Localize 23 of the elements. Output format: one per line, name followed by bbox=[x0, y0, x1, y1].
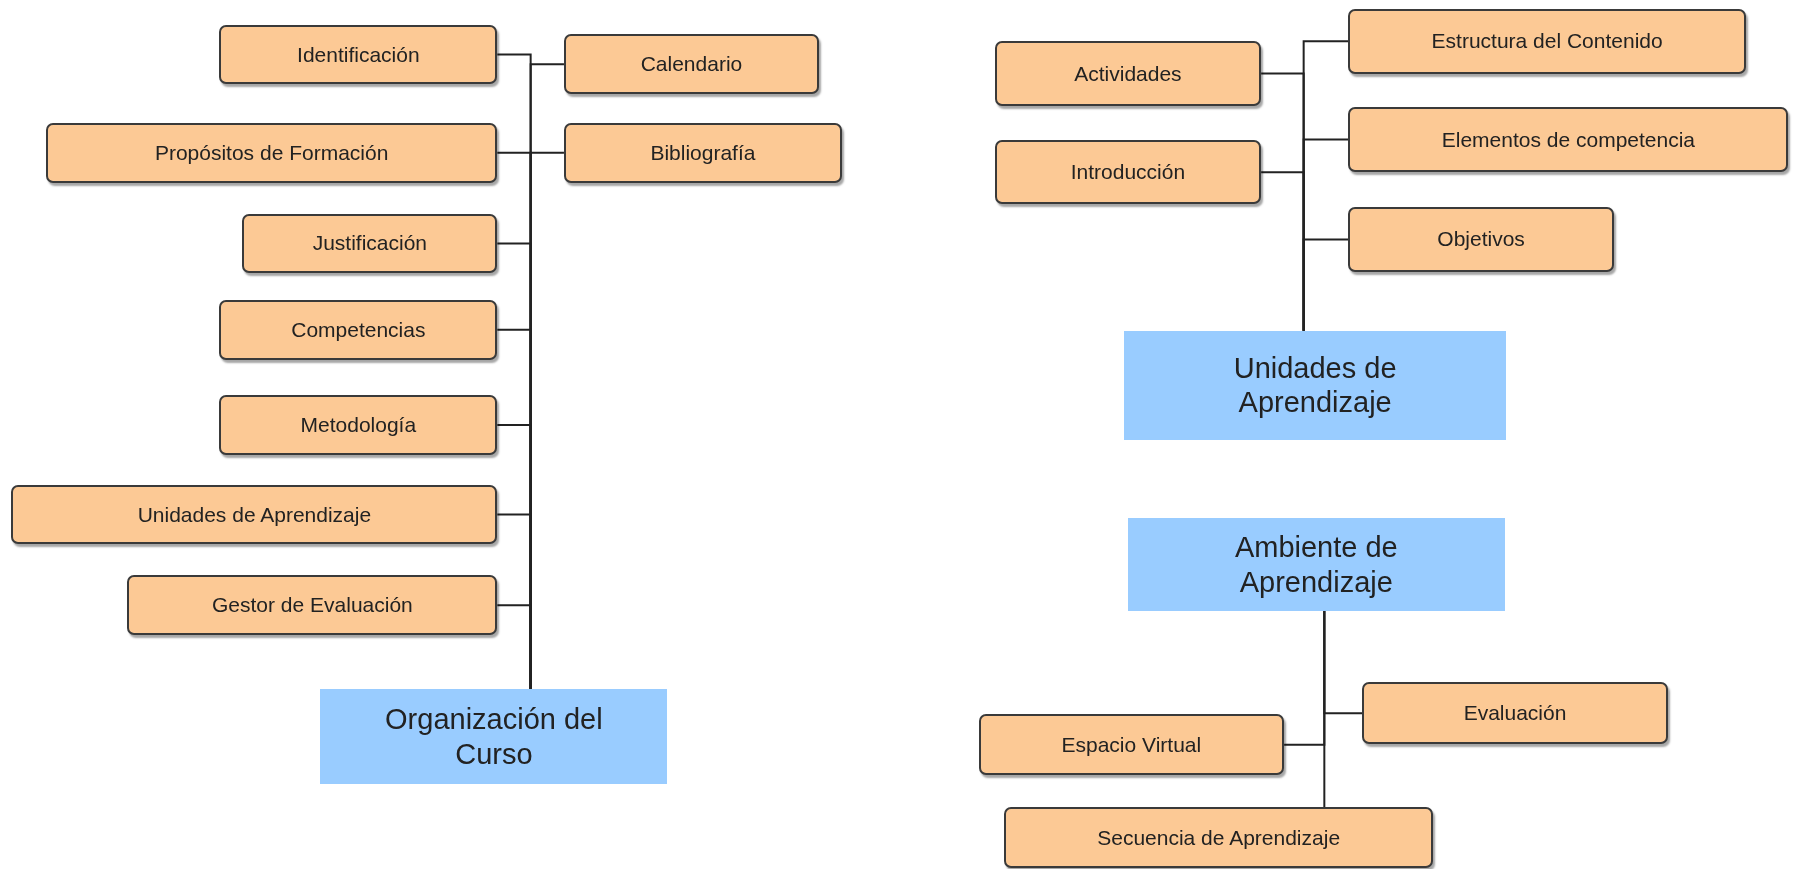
connector-line bbox=[496, 604, 532, 691]
topic-box: Metodología bbox=[219, 395, 498, 455]
connector-line bbox=[1302, 238, 1350, 332]
topic-box: Secuencia de Aprendizaje bbox=[1003, 807, 1434, 869]
topic-box: Estructura del Contenido bbox=[1348, 9, 1746, 74]
topic-box: Justificación bbox=[242, 213, 498, 274]
topic-box: Objetivos bbox=[1348, 206, 1614, 273]
root-topic-box: Ambiente de Aprendizaje bbox=[1127, 518, 1505, 612]
topic-box: Espacio Virtual bbox=[978, 714, 1285, 776]
topic-box: Unidades de Aprendizaje bbox=[11, 484, 498, 545]
topic-box: Evaluación bbox=[1362, 682, 1668, 745]
topic-box: Gestor de Evaluación bbox=[127, 575, 498, 636]
topic-box: Actividades bbox=[994, 41, 1262, 106]
root-topic-box: Organización del Curso bbox=[320, 689, 668, 785]
topic-box: Introducción bbox=[994, 140, 1262, 205]
topic-box: Identificación bbox=[219, 25, 498, 84]
topic-box: Calendario bbox=[563, 34, 819, 95]
topic-box: Elementos de competencia bbox=[1348, 106, 1789, 173]
connector-line bbox=[1323, 610, 1326, 809]
topic-box: Bibliografía bbox=[563, 122, 842, 183]
root-topic-box: Unidades de Aprendizaje bbox=[1124, 330, 1506, 440]
topic-box: Propósitos de Formación bbox=[45, 122, 498, 183]
topic-box: Competencias bbox=[219, 299, 498, 360]
